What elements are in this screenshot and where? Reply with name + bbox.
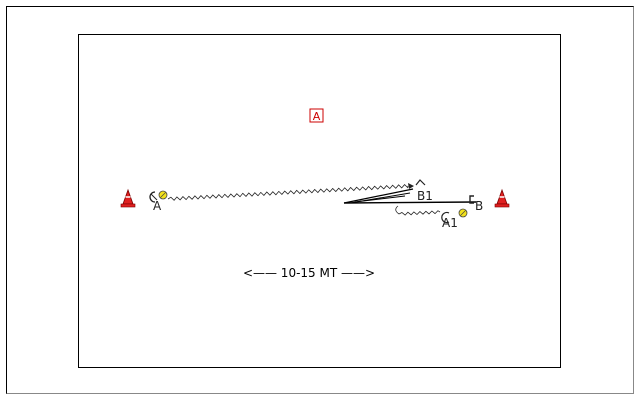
player-b1: B1 <box>415 179 433 203</box>
ball-icon <box>158 190 168 200</box>
ball-icon <box>458 208 468 218</box>
cone-icon <box>120 188 136 208</box>
player-b1-label: B1 <box>417 189 433 203</box>
player-b-label: B <box>475 199 483 213</box>
dribble-arrowhead <box>408 183 414 189</box>
pass-line <box>343 201 477 204</box>
player-a1-label: A1 <box>442 216 458 230</box>
pass-line <box>343 188 414 204</box>
player-b: B <box>469 195 483 213</box>
run-curve <box>395 205 400 215</box>
player-a: A <box>149 191 162 213</box>
player-a1: A1 <box>441 211 458 230</box>
pass-line <box>354 195 406 203</box>
distance-label: <—— 10-15 MT ——> <box>243 266 375 280</box>
box-marker-label: A <box>313 110 321 123</box>
cone-icon <box>494 188 510 208</box>
dribble-path <box>167 184 409 201</box>
drill-field <box>78 34 561 368</box>
short-run-path <box>398 210 441 216</box>
player-a-label: A <box>153 199 162 213</box>
box-marker: A <box>309 108 324 123</box>
